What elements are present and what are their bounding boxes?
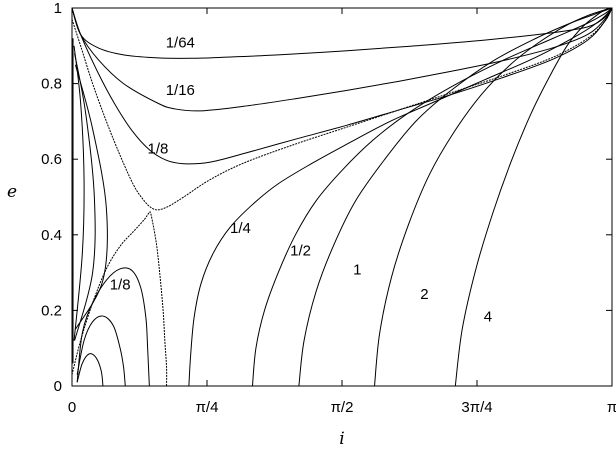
plot-layer xyxy=(71,7,613,387)
plot-frame xyxy=(71,7,613,387)
contour-curve xyxy=(74,53,96,341)
x-tick-label: π/2 xyxy=(331,399,354,416)
y-axis-label: e xyxy=(7,182,17,202)
y-tick-label: 0.4 xyxy=(41,227,62,244)
y-tick-label: 0.8 xyxy=(41,76,62,93)
contour-curve xyxy=(76,267,150,387)
contour-curve xyxy=(73,45,85,341)
contour-curve xyxy=(76,353,104,387)
contour-curve xyxy=(454,7,613,387)
curve-label: 1/64 xyxy=(166,35,195,52)
y-tick-label: 0.2 xyxy=(41,302,62,319)
curve-label: 1/4 xyxy=(230,220,251,237)
contour-curve xyxy=(71,7,613,112)
curve-label-layer: 1/64 1/16 1/8 1/4 1/2 1 2 4 1/8 xyxy=(110,35,492,326)
curve-label: 1/16 xyxy=(166,82,195,99)
curve-label: 1/2 xyxy=(290,243,311,260)
contour-curve xyxy=(74,64,108,330)
contour-curve xyxy=(71,7,613,165)
x-tick-label: π/4 xyxy=(196,399,219,416)
y-tick-label: 0 xyxy=(54,378,62,395)
x-tick-label: 3π/4 xyxy=(461,399,492,416)
curve-label: 1 xyxy=(353,261,361,278)
contour-curve xyxy=(298,7,613,387)
contour-curve xyxy=(251,7,613,387)
x-tick-label: 0 xyxy=(68,399,76,416)
contour-curve xyxy=(71,7,613,59)
curve-label: 1/8 xyxy=(148,141,169,158)
contour-curve xyxy=(76,315,126,387)
curve-label: 4 xyxy=(484,309,492,326)
separatrix-curve xyxy=(71,7,613,211)
contour-curve xyxy=(188,7,613,387)
separatrix-curve xyxy=(71,211,150,375)
curve-label: 1/8 xyxy=(110,277,131,294)
x-tick-label: π xyxy=(607,399,616,416)
separatrix-curve xyxy=(148,211,168,387)
y-tick-label: 0.6 xyxy=(41,151,62,168)
tick-layer: 0 π/4 π/2 3π/4 π 0 0.2 0.4 0.6 0.8 1 xyxy=(41,0,616,416)
y-tick-label: 1 xyxy=(54,0,62,17)
x-axis-label: i xyxy=(339,429,344,449)
contour-curve xyxy=(374,7,613,387)
curve-label: 2 xyxy=(420,286,428,303)
